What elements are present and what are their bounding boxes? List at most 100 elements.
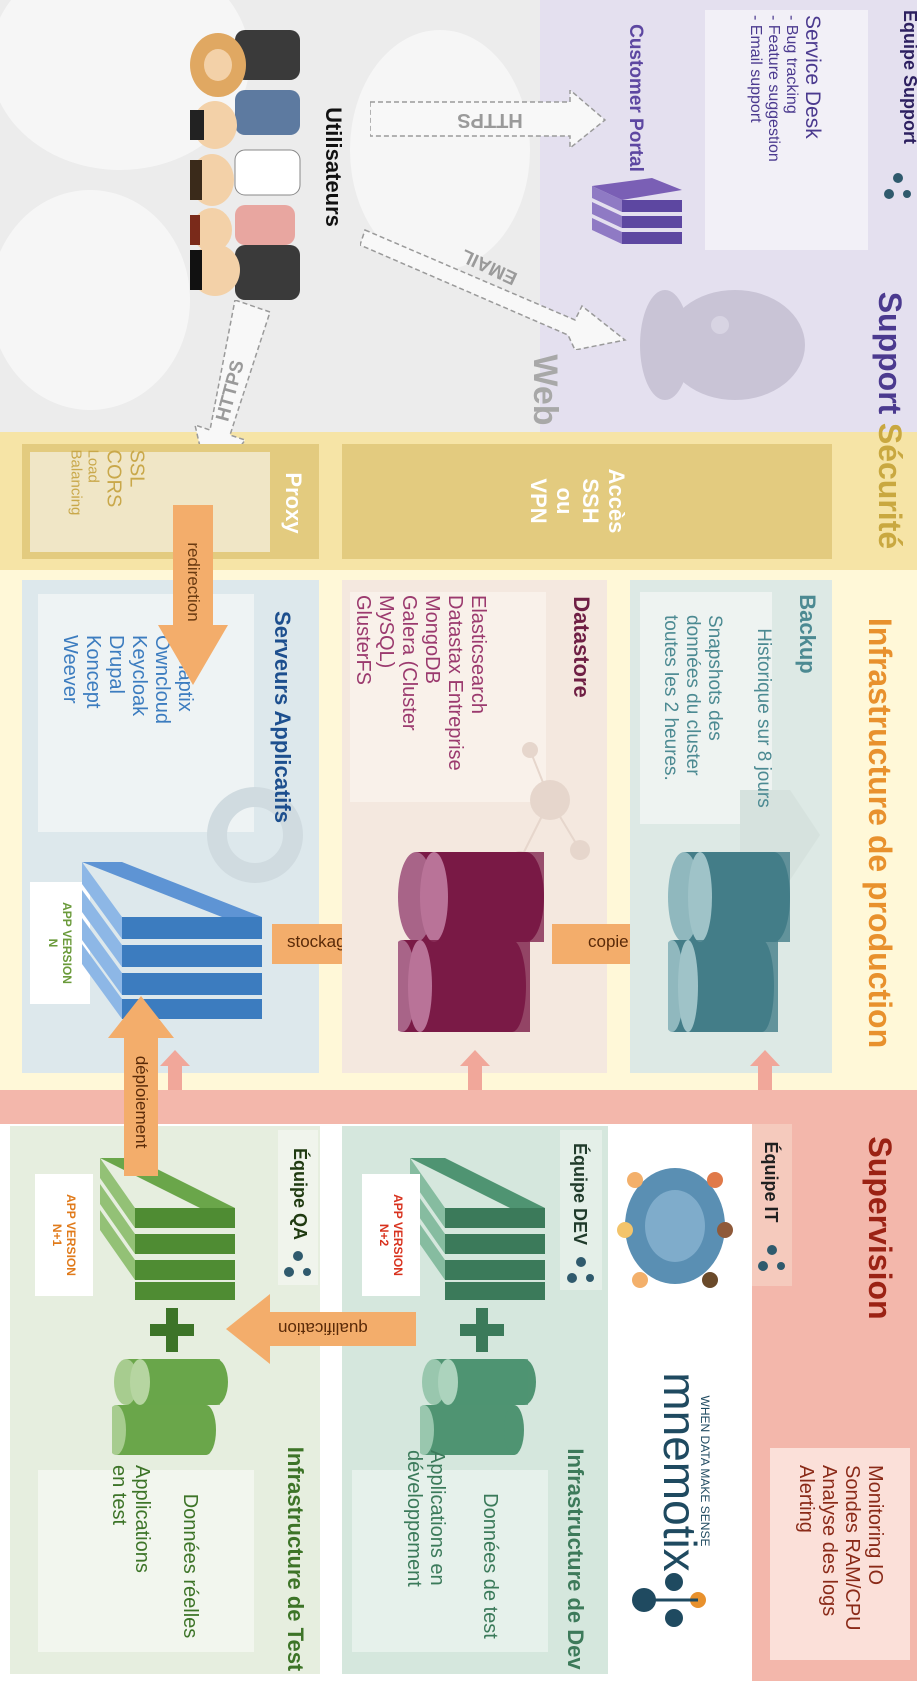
team-icon	[567, 1257, 594, 1283]
version-label-n: APP VERSION N	[45, 883, 75, 1003]
service-desk-item: - Email support	[747, 15, 764, 123]
stockage-label: stockage	[287, 932, 356, 951]
user-avatar	[190, 244, 300, 300]
proxy-item: Load	[85, 449, 102, 483]
supervision-team-label: Équipe IT	[761, 1141, 782, 1223]
test-database-icon	[112, 1359, 228, 1455]
supervision-list-box	[770, 1448, 910, 1660]
https-right-label: HTTPS	[457, 109, 523, 132]
datastore-item: Galera (Cluster	[398, 595, 420, 731]
dev-line: Applications en	[426, 1450, 448, 1586]
proxy-item: Balancing	[68, 449, 85, 516]
supervision-list: Monitoring IO Sondes RAM/CPU Analyse des…	[785, 1465, 895, 1655]
version-label-line: N	[46, 938, 60, 948]
backup-text-box	[640, 592, 772, 824]
gear-icon	[207, 787, 303, 883]
datastore-list-box	[350, 592, 546, 802]
test-text-box	[38, 1470, 254, 1652]
backup-line: Snapshots des	[704, 615, 725, 741]
datastore-title: Datastore	[569, 596, 594, 698]
backup-line: données du cluster	[682, 615, 703, 776]
copie-label: copie	[588, 932, 629, 951]
mnemotix-logo-icon	[632, 1573, 706, 1627]
test-data-line: Données réelles	[179, 1493, 202, 1639]
version-card-n2	[362, 1174, 420, 1296]
backup-line: toutes les 2 heures.	[660, 615, 681, 781]
datastore-item: MongoDB	[421, 595, 443, 684]
supervision-item: Monitoring IO	[864, 1465, 886, 1586]
test-line: Applications	[131, 1465, 153, 1573]
version-card-n	[30, 882, 90, 1004]
app-item: Koncept	[82, 635, 104, 709]
test-team-label: Équipe QA	[290, 1147, 311, 1240]
access-line: ou	[552, 487, 577, 515]
qualification-arrow	[226, 1294, 416, 1364]
proxy-inner	[30, 452, 270, 552]
user-avatar	[190, 205, 295, 252]
version-card-n1	[35, 1174, 93, 1296]
team-icon	[758, 1245, 785, 1271]
proxy-item: SSL	[126, 449, 148, 488]
backup-title: Backup	[795, 594, 820, 674]
https-arrow-right	[370, 90, 607, 150]
supervision-arrow	[460, 1050, 490, 1090]
web-label: Web	[526, 354, 565, 426]
dev-text-box	[352, 1470, 548, 1652]
users-illustration	[190, 30, 301, 300]
qualification-label: qualification	[278, 1319, 368, 1338]
app-server-stack-icon	[82, 862, 262, 1019]
app-item: Keycloak	[128, 635, 150, 717]
backup-text: Snapshots des données du cluster toutes …	[647, 615, 737, 815]
backup-history: Historique sur 8 jours	[753, 628, 774, 808]
supervision-item: Sondes RAM/CPU	[841, 1465, 863, 1631]
service-desk-item: - Feature suggestion	[765, 15, 782, 162]
access-line: SSH	[578, 478, 603, 524]
service-desk-item: - Bug tracking	[783, 15, 800, 114]
proxy-label: Proxy	[281, 472, 306, 534]
email-arrow	[360, 228, 627, 350]
team-meeting-illustration	[617, 1168, 733, 1288]
supervision-item: Analyse des logs	[818, 1465, 840, 1617]
customer-portal-label: Customer Portal	[625, 24, 646, 172]
brand-tagline: WHEN DATA MAKE SENSE	[698, 1395, 712, 1547]
version-label-line: N+2	[377, 1223, 391, 1247]
test-text: Applications en test	[100, 1465, 160, 1605]
version-label-line: APP VERSION	[60, 902, 74, 984]
cloud-background	[0, 0, 530, 410]
supervision-arrow	[160, 1050, 190, 1090]
access-text: Accès SSH ou VPN	[522, 446, 632, 556]
dev-app-stack-icon	[410, 1158, 545, 1300]
datastore-item: MySQL)	[375, 595, 397, 669]
version-label-line: APP VERSION	[64, 1194, 78, 1276]
backup-storage-icon	[668, 852, 790, 1032]
proxy-item: CORS	[103, 449, 125, 508]
service-desk-box	[705, 10, 868, 250]
team-icon	[284, 1251, 311, 1277]
dev-database-icon	[420, 1359, 536, 1455]
dev-data-line: Données de test	[479, 1493, 502, 1639]
plus-icon	[150, 1308, 194, 1352]
supervision-title: Supervision	[862, 1136, 899, 1320]
app-item: Drupal	[105, 635, 127, 694]
security-title: Sécurité	[872, 422, 909, 550]
test-app-stack-icon	[100, 1158, 235, 1300]
datastore-item: GlusterFS	[352, 595, 374, 686]
user-avatar	[190, 90, 300, 149]
team-badge-it	[752, 1124, 792, 1286]
dev-line: développement	[403, 1450, 425, 1587]
datastore-item: Datastax Entreprise	[444, 595, 466, 771]
datastore-list: Elasticsearch Datastax Entreprise MongoD…	[345, 595, 495, 795]
dev-team-label: Équipe DEV	[570, 1143, 591, 1246]
proxy-items: SSL CORS Load Balancing	[41, 450, 176, 550]
datastore-item: Elasticsearch	[467, 595, 489, 714]
version-label-n2: APP VERSION N+2	[376, 1175, 406, 1295]
supervision-arrow	[750, 1050, 780, 1090]
access-box	[342, 444, 832, 559]
dev-text: Applications en développement	[395, 1450, 455, 1620]
test-line: en test	[108, 1465, 130, 1526]
database-cluster-icon	[398, 852, 544, 1032]
deploiement-label: déploiement	[132, 1055, 151, 1149]
version-label-line: APP VERSION	[391, 1194, 405, 1276]
users-label: Utilisateurs	[321, 107, 346, 227]
